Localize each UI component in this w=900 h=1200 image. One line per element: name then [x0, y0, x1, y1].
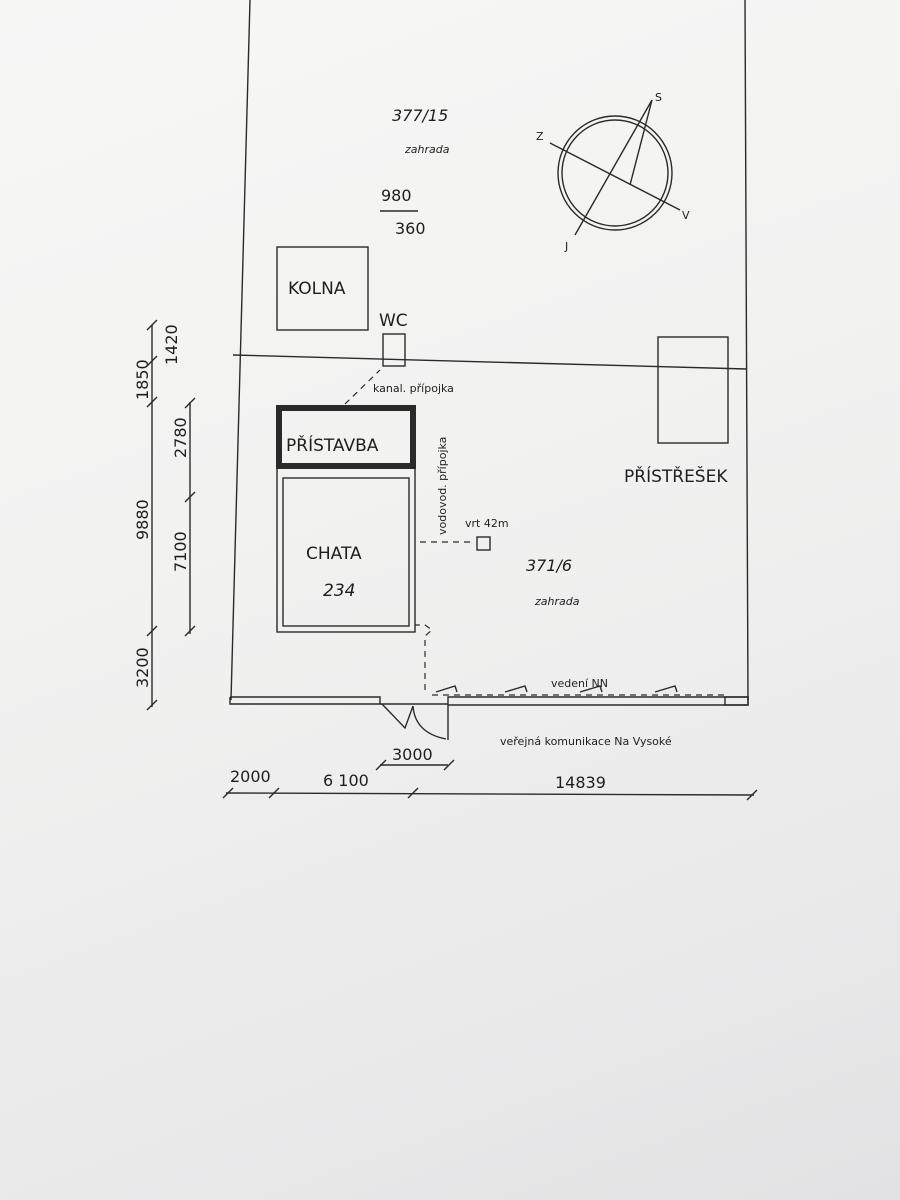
dimension-bottom: 2000 6 100 14839 — [222, 767, 758, 801]
compass-w: Z — [536, 130, 544, 143]
dim-1420: 1420 — [162, 324, 181, 365]
scale-bottom: 360 — [395, 219, 426, 238]
dim-1850: 1850 — [133, 359, 152, 400]
cottage-number: 234 — [323, 581, 355, 601]
dim-14839: 14839 — [555, 773, 606, 792]
shed-label: KOLNA — [288, 279, 346, 299]
dimension-left-inner: 2780 7100 — [171, 397, 196, 637]
dim-3000: 3000 — [392, 745, 433, 764]
wc — [382, 333, 406, 367]
dim-7100: 7100 — [171, 531, 190, 572]
well — [476, 536, 491, 551]
cottage-inner — [282, 477, 410, 627]
canopy — [657, 336, 729, 444]
extension — [276, 405, 416, 469]
scale-top: 980 — [381, 186, 412, 205]
compass-e: V — [682, 209, 690, 222]
parcel-divider — [232, 354, 748, 370]
dimension-gate: 3000 — [375, 745, 455, 771]
compass-icon: S J V Z — [536, 91, 690, 253]
road-label: veřejná komunikace Na Vysoké — [500, 735, 672, 748]
power-line — [415, 624, 724, 696]
compass-s: J — [564, 240, 568, 253]
wc-label: WC — [379, 311, 408, 331]
lot-boundary-right — [744, 0, 749, 701]
parcel-main-number: 371/6 — [526, 556, 572, 575]
compass-n: S — [655, 91, 662, 104]
dim-9880: 9880 — [133, 499, 152, 540]
dim-2000: 2000 — [230, 767, 271, 786]
sewer-line — [344, 369, 381, 405]
extension-label: PŘÍSTAVBA — [286, 434, 379, 456]
shed — [276, 246, 369, 331]
sewer-label: kanal. přípojka — [373, 382, 454, 395]
power-label: vedení NN — [551, 677, 608, 690]
parcel-north-use: zahrada — [404, 143, 450, 156]
canopy-label: PŘÍSTŘEŠEK — [624, 465, 728, 487]
water-label: vodovod. přípojka — [436, 437, 449, 535]
well-label: vrt 42m — [465, 517, 509, 530]
fence — [229, 696, 749, 740]
parcel-north-number: 377/15 — [392, 106, 448, 125]
parcel-main-use: zahrada — [534, 595, 580, 608]
cottage-label: CHATA — [306, 544, 362, 564]
lot-boundary-left — [230, 0, 251, 701]
dim-2780: 2780 — [171, 417, 190, 458]
dim-6100: 6 100 — [323, 771, 369, 790]
gate — [381, 703, 447, 740]
cottage — [276, 467, 416, 633]
dim-3200: 3200 — [133, 647, 152, 688]
dimension-left-outer: 1420 1850 9880 3200 — [133, 319, 181, 711]
